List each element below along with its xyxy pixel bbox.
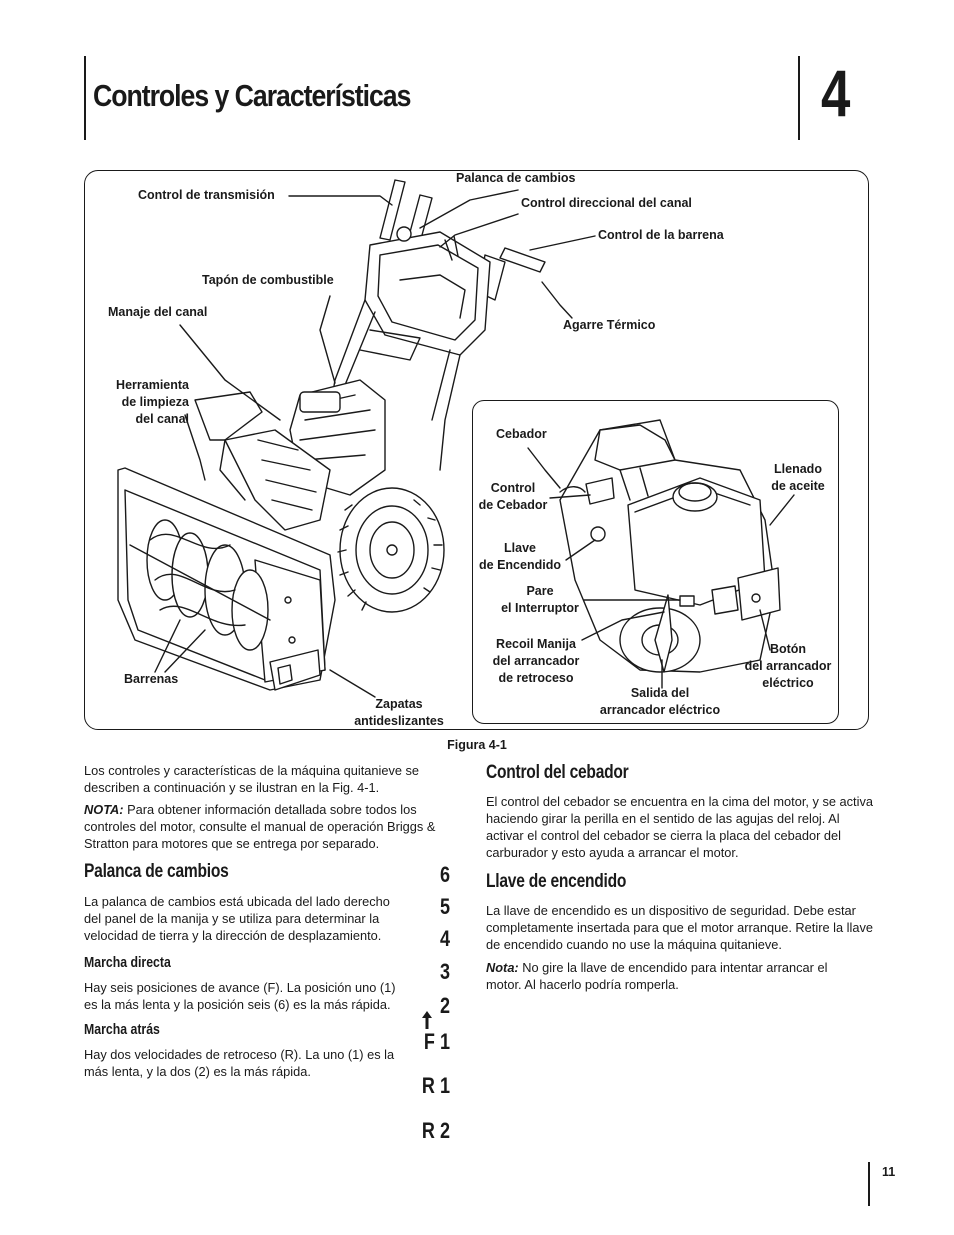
cebador-paragraph: El control del cebador se encuentra en l… (486, 794, 873, 860)
label-line: Llenado (774, 462, 822, 476)
gear-r1: R 1 (421, 1073, 450, 1098)
gear-2: 2 (439, 993, 450, 1018)
label-line: arrancador eléctrico (599, 703, 721, 717)
note-text: No gire la llave de encendido para inten… (486, 960, 828, 992)
note-label: NOTA: (84, 802, 124, 817)
gear-r2: R 2 (421, 1118, 450, 1143)
label-line: Recoil Manija (496, 637, 576, 651)
label-line: el Interruptor (501, 601, 579, 615)
header-right-rule (798, 56, 800, 140)
label-control-transmision: Control de transmisión (138, 188, 275, 202)
label-line: eléctrico (762, 676, 814, 690)
footer-rule (868, 1162, 870, 1206)
label-recoil-manija: Recoil Manija del arrancador de retroces… (484, 636, 588, 687)
figure-frame (84, 170, 869, 730)
gear-6: 6 (439, 862, 450, 887)
cebador-heading: Control del cebador (486, 762, 629, 783)
marcha-directa-paragraph: Hay seis posiciones de avance (F). La po… (84, 980, 396, 1012)
llave-paragraph: La llave de encendido es un dispositivo … (486, 903, 873, 952)
label-pare-interruptor: Pare el Interruptor (494, 583, 586, 617)
label-llave-encendido: Llave de Encendido (474, 540, 566, 574)
label-line: Llave (504, 541, 536, 555)
label-llenado-aceite: Llenado de aceite (766, 461, 830, 495)
intro-paragraph: Los controles y características de la má… (84, 763, 420, 795)
label-line: Herramienta (116, 378, 189, 392)
engine-illustration (527, 419, 795, 689)
label-line: de aceite (771, 479, 825, 493)
label-line: Salida del (630, 686, 690, 700)
palanca-paragraph: La palanca de cambios está ubicada del l… (84, 894, 390, 943)
marcha-atras-heading: Marcha atrás (84, 1021, 160, 1038)
label-zapatas: Zapatas antideslizantes (349, 696, 449, 730)
label-line: antideslizantes (354, 714, 444, 728)
label-line: del arrancador (492, 654, 580, 668)
label-line: de Encendido (479, 558, 561, 572)
label-control-barrena: Control de la barrena (598, 228, 724, 242)
label-palanca-cambios: Palanca de cambios (456, 171, 576, 185)
snowblower-illustration (117, 179, 596, 698)
label-control-direccional: Control direccional del canal (521, 196, 692, 210)
label-manaje-canal: Manaje del canal (108, 305, 208, 319)
figure-caption: Figura 4-1 (447, 738, 507, 752)
gear-5: 5 (439, 894, 450, 919)
label-cebador: Cebador (496, 427, 547, 441)
marcha-directa-heading: Marcha directa (84, 954, 171, 971)
page-title: Controles y Características (93, 78, 411, 113)
chapter-number: 4 (821, 56, 851, 130)
gear-4: 4 (439, 926, 450, 951)
label-line: de Cebador (478, 498, 548, 512)
label-control-cebador: Control de Cebador (474, 480, 552, 514)
arrow-up-icon (422, 1011, 432, 1029)
header-left-rule (84, 56, 86, 140)
label-salida-arrancador: Salida del arrancador eléctrico (592, 685, 728, 719)
palanca-heading: Palanca de cambios (84, 861, 229, 882)
label-barrenas: Barrenas (124, 672, 179, 686)
marcha-atras-paragraph: Hay dos velocidades de retroceso (R). La… (84, 1047, 395, 1079)
label-boton-arrancador: Botón del arrancador eléctrico (738, 641, 838, 692)
label-line: Control (490, 481, 536, 495)
label-line: de limpieza (121, 395, 189, 409)
gear-f1: F 1 (423, 1029, 450, 1054)
label-tapon-combustible: Tapón de combustible (202, 273, 334, 287)
llave-heading: Llave de encendido (486, 871, 627, 892)
intro-note: NOTA: Para obtener información detallada… (84, 801, 456, 852)
note-text: Para obtener información detallada sobre… (84, 802, 436, 851)
label-line: Pare (526, 584, 554, 598)
label-line: de retroceso (498, 671, 574, 685)
llave-note: Nota: No gire la llave de encendido para… (486, 959, 858, 993)
label-line: del arrancador (744, 659, 832, 673)
label-line: Botón (769, 642, 807, 656)
note-label: Nota: (486, 960, 519, 975)
page-number: 11 (882, 1165, 896, 1179)
label-agarre-termico: Agarre Térmico (563, 318, 656, 332)
label-line: del canal (135, 412, 190, 426)
gear-3: 3 (439, 959, 450, 984)
label-herramienta-limpieza: Herramienta de limpieza del canal (100, 377, 189, 428)
label-line: Zapatas (375, 697, 423, 711)
